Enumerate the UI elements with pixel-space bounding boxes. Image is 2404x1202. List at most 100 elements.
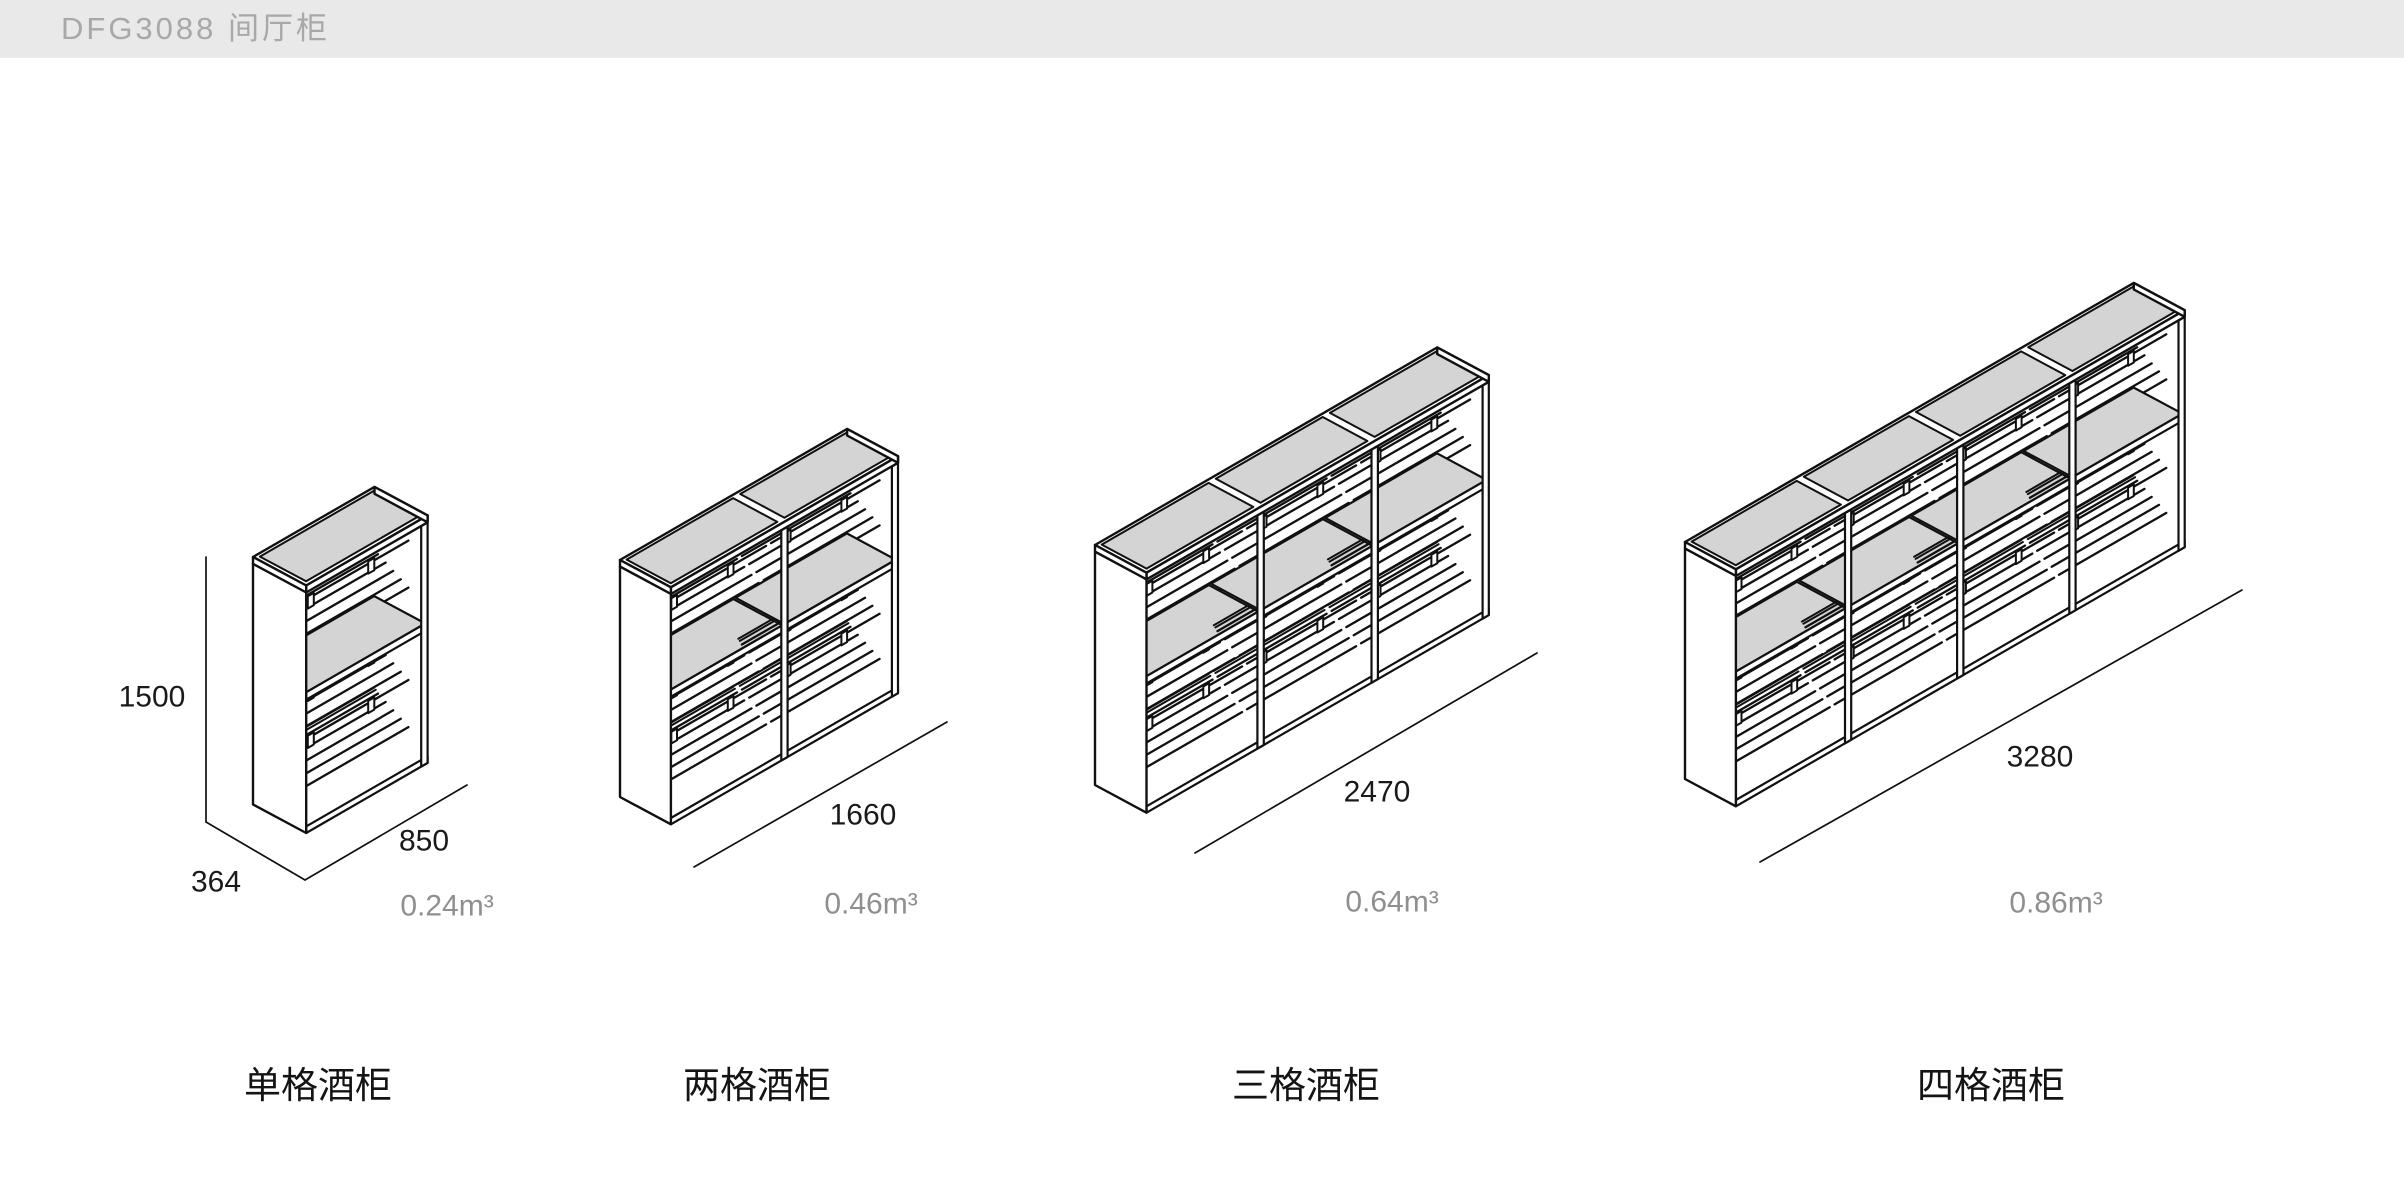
rack-slat — [1931, 560, 2041, 625]
top-slab-gray-inset — [1802, 415, 1955, 502]
left-end-panel — [1093, 550, 1148, 814]
rack-bracket — [367, 557, 376, 575]
rack-slat — [1923, 418, 2034, 484]
rack-slat — [1931, 515, 2041, 580]
rack-bracket — [1902, 479, 1911, 497]
divider-panel — [1956, 443, 1965, 680]
dim-line-width — [1194, 652, 1538, 854]
cabinet-4: 3280 0.86m³ — [1683, 281, 2243, 920]
right-end-panel-edge — [420, 521, 429, 768]
rack-slat — [748, 500, 859, 566]
top-slab-right-band — [2132, 281, 2186, 318]
rack-back-rail — [1913, 538, 2023, 603]
rack-slat — [656, 723, 768, 789]
rack-bracket — [670, 594, 678, 611]
rack-back-rail — [1914, 541, 2024, 605]
left-end-panel — [618, 565, 673, 826]
rack-bracket — [1790, 677, 1799, 695]
rack-bracket — [1202, 546, 1211, 565]
right-end-panel-edge — [1481, 380, 1490, 620]
header-bar: DFG3088 间厅柜 — [0, 0, 2404, 58]
rack-back-rail — [1800, 603, 1911, 668]
rack-slat — [1337, 554, 1450, 621]
rack-slat — [2043, 495, 2153, 560]
dim-line-width — [1759, 589, 2243, 863]
bottom-rail — [305, 755, 429, 835]
rack-slat — [1231, 628, 1343, 695]
rack-slat — [1818, 580, 1929, 645]
top-slab-gray-inset — [1214, 416, 1369, 504]
rack-back-rail — [1802, 605, 1912, 670]
rack-slat — [1231, 583, 1343, 649]
rack-slat — [740, 492, 852, 558]
dim-label-width: 3280 — [2007, 741, 2074, 774]
rack-slat — [1916, 410, 2027, 476]
rack-bracket — [1430, 415, 1439, 433]
rack-slat — [1923, 552, 2034, 617]
rack-slat — [1804, 475, 1914, 540]
rack-back-rail — [1326, 541, 1438, 606]
rack-bracket — [306, 591, 315, 610]
rack-slat — [1804, 609, 1914, 674]
rack-slat — [1721, 706, 1831, 771]
divider-panel — [1843, 508, 1853, 745]
top-slab-right-band — [845, 427, 900, 464]
rack-back-rail — [738, 622, 850, 687]
rack-bracket — [670, 727, 678, 745]
page-title: DFG3088 间厅柜 — [61, 11, 331, 46]
rack-back-rail — [2026, 476, 2137, 541]
rack-slat — [2043, 450, 2153, 515]
dim-line-width — [304, 784, 468, 881]
rack-slat — [1330, 546, 1442, 613]
rack-slat — [1131, 710, 1244, 777]
divider-panel — [1256, 510, 1265, 750]
rack-slat — [1330, 411, 1442, 477]
rack-back-rail — [737, 620, 848, 685]
rack-slat — [1945, 576, 2056, 641]
rack-bracket — [1202, 682, 1211, 700]
dim-label-height: 1500 — [119, 681, 186, 714]
rack-slat — [1345, 517, 1457, 583]
dim-line-width — [693, 721, 948, 868]
top-slab-right-band — [1436, 346, 1490, 383]
left-end-panel — [251, 562, 308, 835]
rack-slat — [2028, 479, 2139, 544]
rack-bracket — [1902, 612, 1911, 630]
dim-label-width: 850 — [399, 825, 449, 858]
rack-bracket — [367, 696, 376, 715]
rack-bracket — [306, 731, 315, 749]
left-end-panel — [1683, 547, 1738, 808]
rack-slat — [290, 725, 410, 796]
right-end-panel-edge — [890, 461, 900, 698]
rack-bracket — [840, 629, 849, 647]
rack-slat — [2028, 346, 2139, 411]
rack-slat — [1223, 485, 1336, 551]
top-slab-gray-inset — [1690, 479, 1842, 567]
cabinet-label-3: 三格酒柜 — [1232, 1065, 1380, 1106]
rack-slat — [1833, 641, 1944, 706]
rack-slat — [755, 641, 867, 707]
divider-panel — [1370, 444, 1379, 684]
rack-slat — [2036, 487, 2146, 552]
rack-slat — [1231, 493, 1343, 559]
volume-label: 0.86m³ — [2009, 887, 2102, 920]
rack-bracket — [1790, 544, 1799, 562]
divider-panel — [2068, 378, 2077, 615]
rack-bracket — [840, 495, 849, 513]
rack-slat — [1245, 645, 1358, 711]
cabinet-label-1: 单格酒柜 — [244, 1065, 392, 1106]
rack-slat — [2043, 362, 2153, 427]
rack-bracket — [2014, 548, 2023, 566]
right-end-panel-edge — [2177, 315, 2186, 552]
rack-slat — [1818, 625, 1929, 690]
rack-slat — [1345, 562, 1457, 629]
cabinet-label-2: 两格酒柜 — [683, 1065, 831, 1106]
dim-label-width: 1660 — [830, 799, 897, 832]
top-slab-gray-inset — [1915, 350, 2067, 437]
rack-slat — [1223, 620, 1336, 686]
top-slab-right-band — [373, 485, 429, 524]
